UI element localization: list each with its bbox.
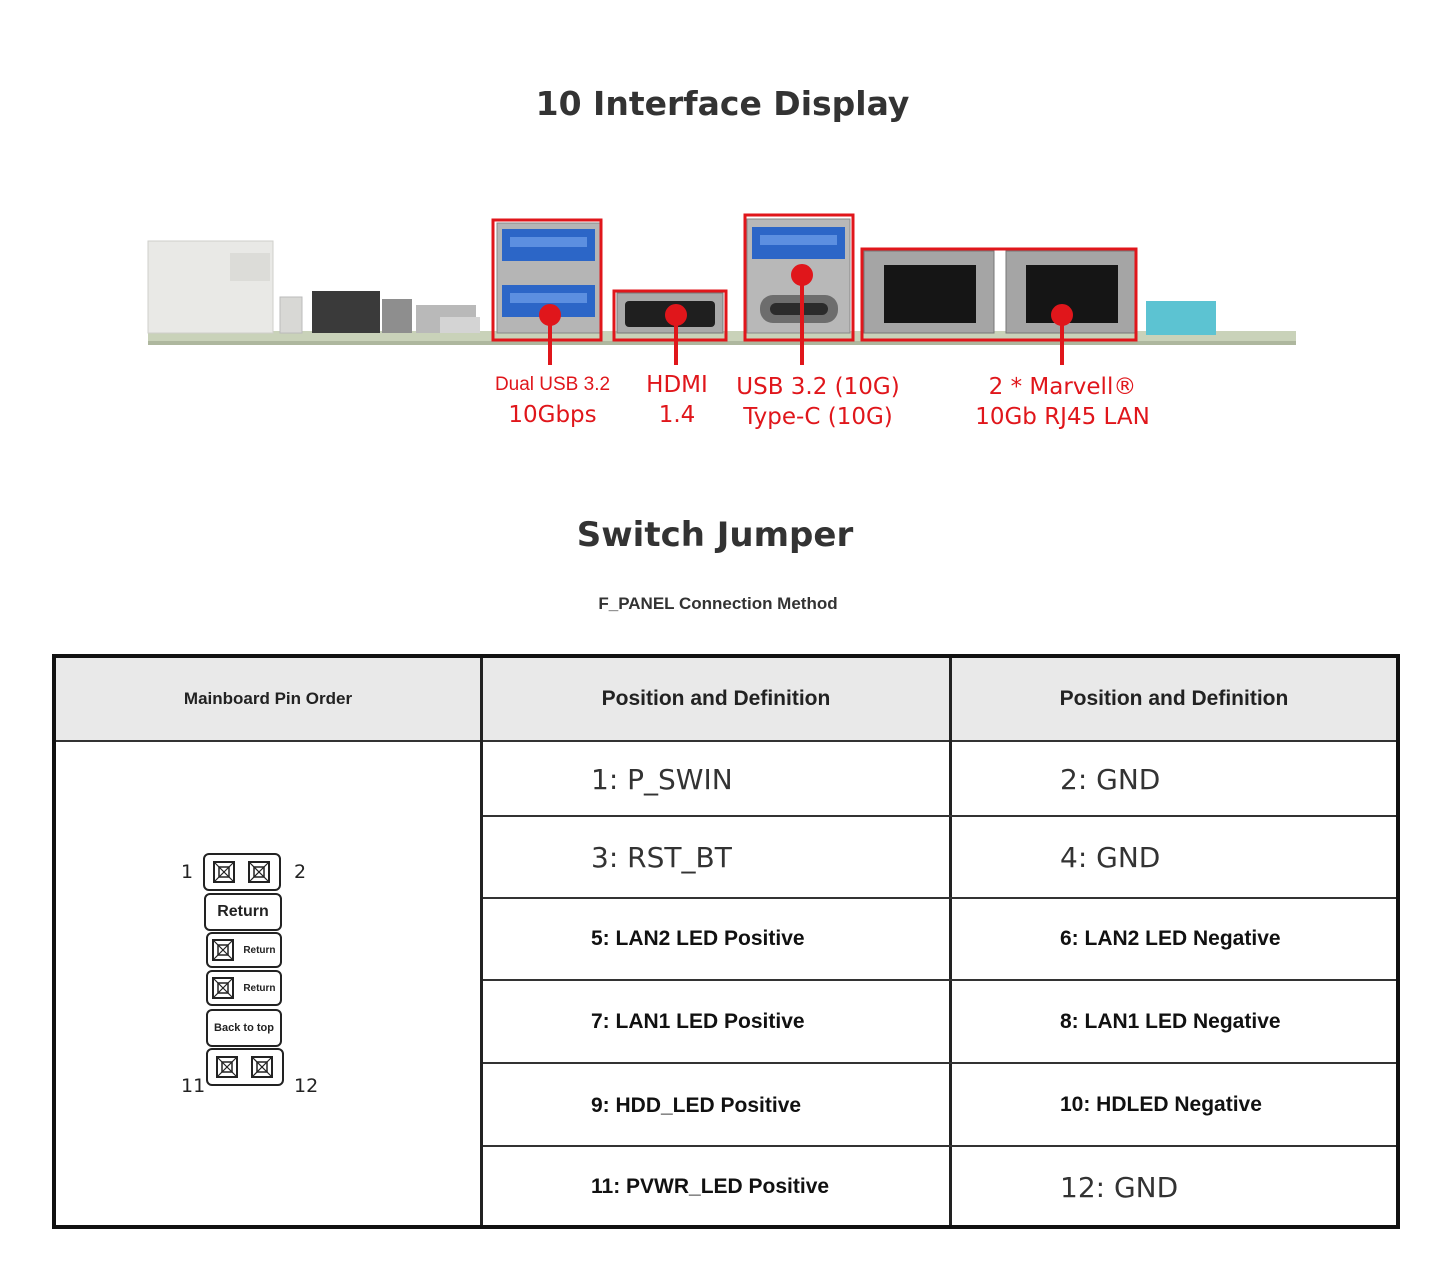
typec-highlight — [743, 213, 855, 342]
pin-label-11: 11 — [181, 1075, 206, 1097]
f-panel-table: Mainboard Pin Order Position and Definit… — [52, 654, 1400, 1229]
pin-pair-11-12 — [206, 1048, 284, 1086]
header-pin-order: Mainboard Pin Order — [56, 658, 480, 742]
pin-square-icon — [216, 1056, 273, 1078]
pin-label-1: 1 — [181, 861, 194, 883]
pin-2-definition: 2: GND — [1060, 763, 1161, 796]
row-divider — [483, 979, 1396, 981]
pin-square-icon — [213, 861, 270, 883]
lan-highlight — [860, 247, 1138, 342]
row-divider — [483, 815, 1396, 817]
pin-5-definition: 5: LAN2 LED Positive — [591, 927, 805, 950]
port-label-hdmi: HDMI 1.4 — [646, 372, 708, 428]
pin-label-12: 12 — [294, 1075, 319, 1097]
black-component — [312, 291, 380, 333]
column-divider-1 — [480, 658, 483, 1225]
back-to-top-link[interactable]: Back to top — [206, 1009, 282, 1047]
hdmi-marker-dot — [665, 304, 687, 326]
usb-highlight — [491, 218, 603, 342]
return-link-small-a[interactable]: Return — [243, 944, 276, 956]
pin-12-definition: 12: GND — [1060, 1170, 1179, 1204]
pin-1-definition: 1: P_SWIN — [591, 763, 733, 796]
row-divider — [483, 1145, 1396, 1147]
port-label-lan: 2 * Marvell® 10Gb RJ45 LAN — [975, 374, 1150, 430]
pin-4-definition: 4: GND — [1060, 840, 1161, 874]
pin-square-icon — [212, 977, 235, 999]
header-definition-right: Position and Definition — [952, 658, 1396, 742]
return-link[interactable]: Return — [204, 893, 282, 931]
column-divider-2 — [949, 658, 952, 1225]
jumper-subtitle: F_PANEL Connection Method — [598, 594, 838, 613]
cyan-connector — [1146, 301, 1216, 335]
port-label-usb: Dual USB 3.2 10Gbps — [494, 374, 611, 428]
pin-square-icon — [212, 939, 235, 961]
hdmi-highlight — [612, 289, 728, 342]
return-link-small-b[interactable]: Return — [243, 982, 276, 994]
pin-3-definition: 3: RST_BT — [591, 840, 732, 874]
pin-10-definition: 10: HDLED Negative — [1060, 1092, 1262, 1116]
row-divider — [483, 897, 1396, 899]
mainboard-io-illustration — [147, 213, 1296, 365]
row-divider — [483, 1062, 1396, 1064]
pin-pair-1-2 — [203, 853, 281, 891]
typec-marker-dot — [791, 264, 813, 286]
pin-6-definition: 6: LAN2 LED Negative — [1060, 927, 1281, 950]
pin-row-return-a: Return — [206, 932, 282, 968]
header-definition-left: Position and Definition — [483, 658, 949, 742]
usb-marker-dot — [539, 304, 561, 326]
pin-8-definition: 8: LAN1 LED Negative — [1060, 1009, 1281, 1033]
pin-7-definition: 7: LAN1 LED Positive — [591, 1009, 805, 1033]
pin-11-definition: 11: PVWR_LED Positive — [591, 1175, 830, 1198]
port-label-typec: USB 3.2 (10G) Type-C (10G) — [736, 374, 900, 430]
pin-9-definition: 9: HDD_LED Positive — [591, 1094, 802, 1117]
interface-title: 10 Interface Display — [535, 84, 910, 123]
pin-label-2: 2 — [294, 861, 307, 883]
lan-marker-dot — [1051, 304, 1073, 326]
jumper-title: Switch Jumper — [576, 515, 854, 555]
pin-row-return-b: Return — [206, 970, 282, 1006]
